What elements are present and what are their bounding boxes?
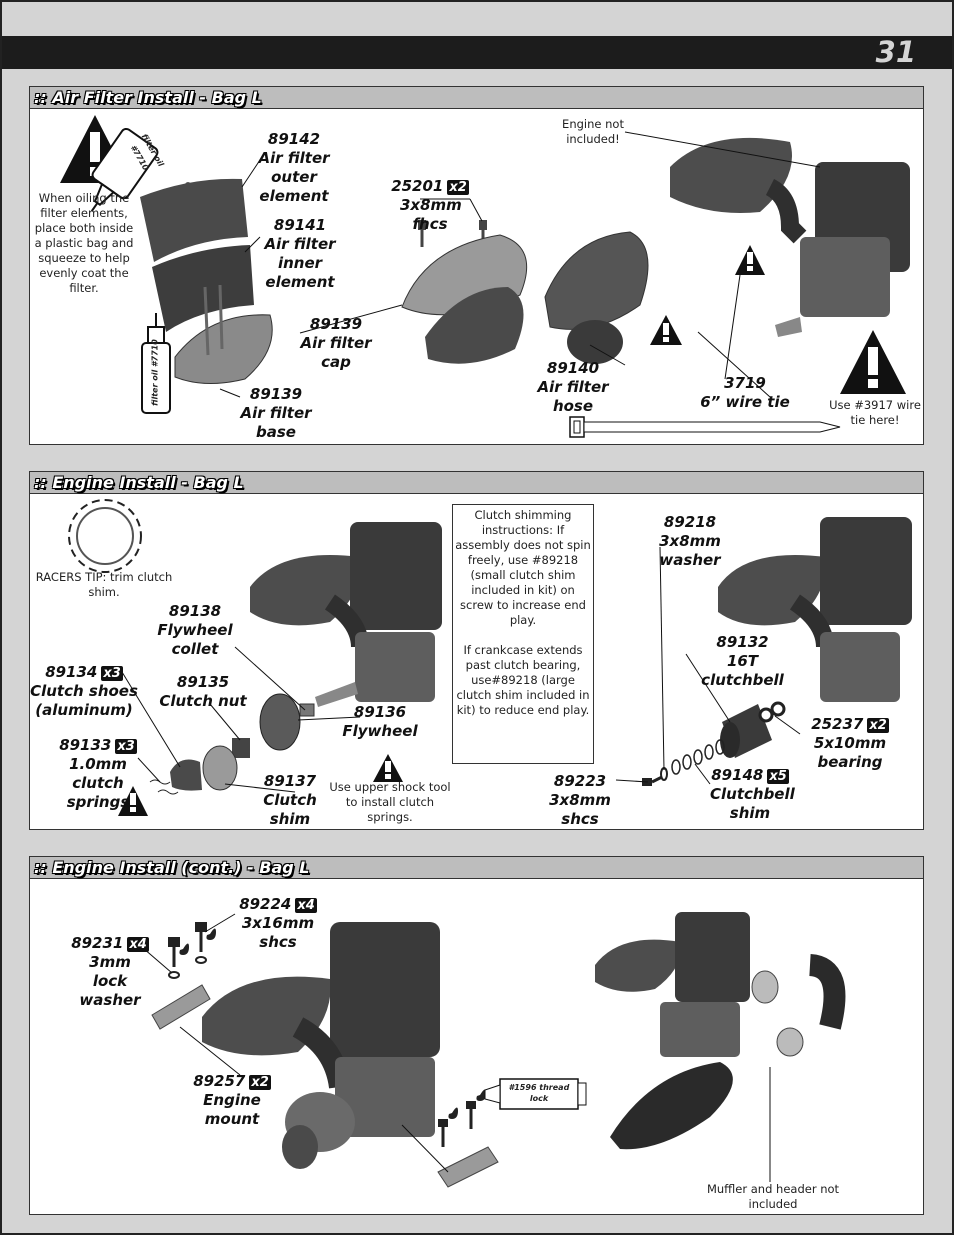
engine-left bbox=[250, 522, 442, 707]
clutch-nut bbox=[232, 738, 250, 758]
part-label-clutch-nut: 89135 Clutch nut bbox=[159, 673, 247, 710]
part-label-flywheel-collet: 89138 Flywheel collet bbox=[157, 602, 233, 658]
warning-icon bbox=[735, 245, 765, 275]
warning-icon bbox=[650, 315, 682, 345]
clutch-shim-trim-icon bbox=[68, 499, 142, 573]
part-label-shcs: 89223 3x8mm shcs bbox=[549, 772, 611, 828]
part-label-hose: 89140 Air filter hose bbox=[537, 359, 609, 415]
engine-with-air-filter bbox=[670, 137, 910, 337]
engine-install-illustration bbox=[68, 499, 912, 816]
thread-lock-tube-icon bbox=[484, 1078, 587, 1110]
thread-lock-drop-icon bbox=[179, 928, 216, 955]
panel-header: :: Engine Install (cont.) - Bag L bbox=[30, 857, 923, 879]
panel-header: :: Air Filter Install - Bag L bbox=[30, 87, 923, 109]
air-filter-cap bbox=[401, 234, 528, 364]
part-label-outer-element: 89142 Air filter outer element bbox=[258, 130, 330, 205]
clutch-shimming-instructions-box: Clutch shimming instructions: If assembl… bbox=[452, 504, 594, 764]
part-label-flywheel: 89136 Flywheel bbox=[342, 703, 418, 740]
engine-not-included-note: Engine not included! bbox=[562, 117, 624, 146]
page-header-bar: 31 bbox=[2, 36, 952, 69]
engine-mount-top bbox=[151, 984, 211, 1030]
part-label-clutchbell: 89132 16T clutchbell bbox=[701, 633, 784, 689]
mount-screw-icon bbox=[438, 1101, 476, 1147]
bearing-icon bbox=[770, 701, 786, 717]
wire-tie-icon bbox=[569, 416, 841, 438]
thread-lock-drop-icon bbox=[448, 1089, 486, 1119]
panel-title: :: Engine Install (cont.) - Bag L bbox=[34, 858, 310, 877]
panel-title: :: Air Filter Install - Bag L bbox=[34, 88, 262, 107]
part-label-wire-tie: 3719 6” wire tie bbox=[700, 374, 790, 411]
clutchbell-shims-icon bbox=[671, 739, 725, 775]
lock-washer-icon bbox=[195, 956, 207, 964]
air-filter-panel: :: Air Filter Install - Bag L bbox=[29, 86, 924, 445]
shock-tool-note: Use upper shock tool to install clutch s… bbox=[329, 780, 451, 824]
part-label-base: 89139 Air filter base bbox=[240, 385, 312, 441]
engine-main bbox=[202, 922, 440, 1169]
filter-oil-bottle-icon bbox=[141, 313, 171, 414]
warning-icon bbox=[373, 754, 403, 782]
part-label-clutch-shim: 89137 Clutch shim bbox=[263, 772, 317, 828]
panel-title: :: Engine Install - Bag L bbox=[34, 473, 244, 492]
engine-mount-bottom bbox=[437, 1146, 499, 1188]
oiling-warning-note: When oiling the filter elements, place b… bbox=[34, 191, 134, 295]
filter-oil-label: filter oil #7710 bbox=[150, 339, 160, 406]
wire-tie-note: Use #3917 wire tie here! bbox=[829, 398, 921, 427]
engine-install-cont-illustration bbox=[135, 912, 846, 1188]
clutch-shoes bbox=[170, 759, 202, 791]
panel-header: :: Engine Install - Bag L bbox=[30, 472, 923, 494]
leader-lines bbox=[219, 131, 821, 398]
leader-lines bbox=[135, 913, 771, 1182]
shcs-16mm-screw-icon bbox=[168, 922, 207, 967]
air-filter-base bbox=[174, 284, 273, 385]
clutch-instructions-paragraph-1: Clutch shimming instructions: If assembl… bbox=[455, 508, 591, 627]
muffler-not-included-note: Muffler and header not included bbox=[706, 1182, 840, 1211]
clutch-instructions-paragraph-2: If crankcase extends past clutch bearing… bbox=[456, 643, 590, 717]
leader-lines bbox=[121, 546, 801, 793]
engine-install-cont-panel: :: Engine Install (cont.) - Bag L bbox=[29, 856, 924, 1215]
warning-icon bbox=[118, 786, 148, 816]
bearing-icon bbox=[758, 707, 774, 723]
engine-right bbox=[718, 517, 912, 702]
engine-install-panel: :: Engine Install - Bag L bbox=[29, 471, 924, 830]
part-label-washer: 89218 3x8mm washer bbox=[659, 513, 721, 569]
part-label-cap: 89139 Air filter cap bbox=[300, 315, 372, 371]
racers-tip-note: RACERS TIP: trim clutch shim. bbox=[35, 570, 173, 599]
assembled-air-filter bbox=[544, 231, 649, 364]
clutch-shim bbox=[202, 745, 238, 791]
page-number: 31 bbox=[875, 35, 916, 69]
air-filter-illustration bbox=[60, 115, 910, 438]
lock-washer-icon bbox=[168, 971, 180, 979]
outer-filter-element bbox=[140, 178, 254, 332]
warning-icon bbox=[840, 330, 906, 394]
engine-with-exhaust bbox=[595, 912, 846, 1150]
flywheel bbox=[259, 693, 301, 751]
part-label-inner-element: 89141 Air filter inner element bbox=[264, 216, 336, 291]
filter-oil-bottle-icon bbox=[90, 127, 159, 212]
flywheel-collet bbox=[299, 703, 315, 717]
thread-lock-label: #1596 thread lock bbox=[508, 1083, 570, 1103]
